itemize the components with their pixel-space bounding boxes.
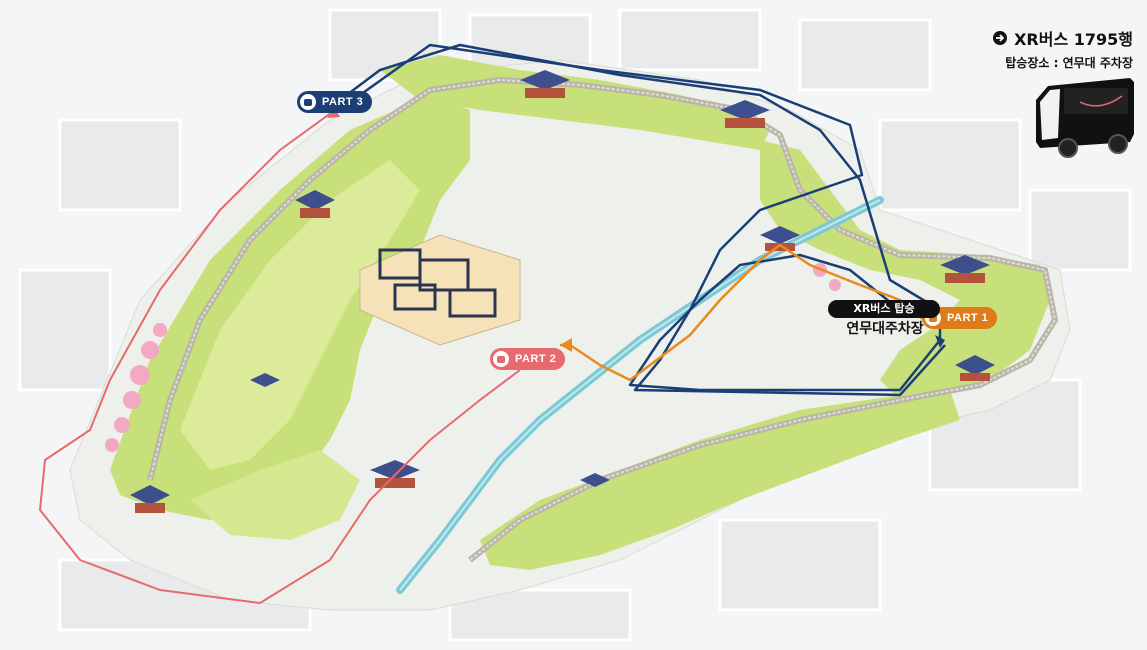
boarding-location-label: 탑승장소 : 연무대 주차장: [1005, 56, 1133, 70]
route-part1-arrow: [560, 338, 572, 352]
route-info: XR버스 1795행 탑승장소 : 연무대 주차장: [992, 26, 1133, 71]
route-title: XR버스 1795행: [1014, 30, 1133, 49]
fortress-wall-top: [149, 78, 1057, 561]
part2-badge[interactable]: PART 2: [490, 348, 566, 370]
park-southeast: [480, 390, 960, 570]
bus-icon: [1036, 78, 1134, 158]
route-part2-line: [39, 109, 521, 604]
route-part2-arrow: [327, 108, 340, 118]
bus-stop-icon: [300, 94, 316, 110]
pavilions: [130, 70, 995, 513]
bus-stop-icon: [493, 351, 509, 367]
route-part3-line: [339, 43, 942, 392]
boarding-pill: XR버스 탑승: [828, 300, 940, 318]
part3-label: PART 3: [322, 96, 364, 108]
route-arrow-icon: [993, 31, 1008, 45]
route-part1-line: [560, 243, 931, 382]
park-north: [380, 55, 770, 150]
route-part3-arrow: [935, 335, 945, 348]
park-southwest: [190, 450, 360, 540]
part3-badge[interactable]: PART 3: [297, 91, 373, 113]
route-title-row: XR버스 1795행: [992, 26, 1133, 50]
part1-label: PART 1: [947, 312, 989, 324]
haenggung-palace: [359, 234, 521, 346]
city-blocks: [18, 8, 1132, 642]
route-part3-full: [359, 43, 946, 397]
park-hill-highlight: [180, 160, 420, 470]
park-east: [760, 140, 1050, 400]
part2-label: PART 2: [515, 353, 557, 365]
boarding-place-name: 연무대주차장: [846, 321, 924, 337]
